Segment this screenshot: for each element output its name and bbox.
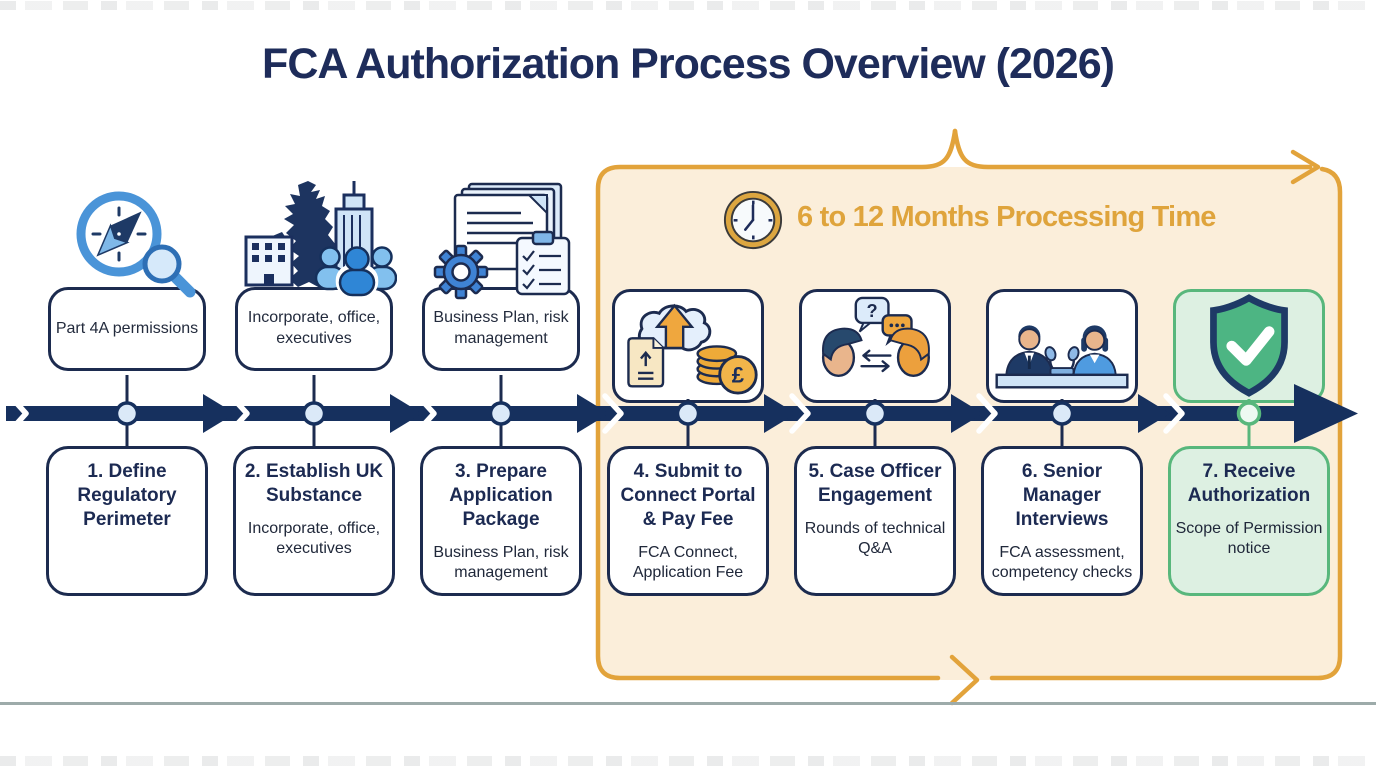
step-title: 1. Define Regulatory Perimeter	[77, 461, 177, 530]
uk-map-substance-icon	[244, 181, 397, 298]
cloud-upload-payment-icon: £	[627, 303, 758, 395]
right-head-shape	[889, 327, 930, 377]
pound-symbol: £	[732, 363, 745, 388]
step-subtitle: Business Plan, risk management	[433, 543, 569, 581]
coin-stack-shape: £	[696, 345, 758, 395]
step-3-top-label: Business Plan, risk management	[422, 287, 580, 371]
processing-time-panel	[596, 167, 1342, 680]
step-6-box: 6. Senior Manager Interviews FCA assessm…	[981, 446, 1143, 596]
step-5-icon-box: ?	[799, 289, 951, 403]
step-subtitle: Rounds of technical Q&A	[804, 519, 946, 557]
step-title: 5. Case Officer Engagement	[808, 461, 942, 506]
step-1-box: 1. Define Regulatory Perimeter	[46, 446, 208, 596]
step-4-icon-box: £	[612, 289, 764, 403]
step-4-box: 4. Submit to Connect Portal & Pay Fee FC…	[607, 446, 769, 596]
question-mark: ?	[867, 300, 878, 321]
step-subtitle: Incorporate, office, executives	[247, 519, 381, 557]
step-7-box: 7. Receive Authorization Scope of Permis…	[1168, 446, 1330, 596]
qa-discussion-icon: ?	[821, 296, 930, 377]
processing-time-label: 6 to 12 Months Processing Time	[797, 201, 1216, 233]
step-subtitle: Scope of Permission notice	[1175, 519, 1323, 557]
desk-shape	[995, 373, 1129, 389]
step-7-icon-box	[1173, 289, 1325, 403]
clock-icon	[723, 190, 783, 250]
step-6-icon-box	[986, 289, 1138, 403]
exchange-arrows	[860, 349, 892, 373]
step-2-box: 2. Establish UK Substance Incorporate, o…	[233, 446, 395, 596]
step-3-box: 3. Prepare Application Package Business …	[420, 446, 582, 596]
shield-check-icon	[1210, 294, 1288, 397]
step-title: 7. Receive Authorization	[1187, 461, 1311, 506]
step-title: 4. Submit to Connect Portal & Pay Fee	[620, 461, 756, 530]
step-title: 2. Establish UK Substance	[244, 461, 384, 506]
page-title: FCA Authorization Process Overview (2026…	[262, 40, 1115, 88]
footer-divider-line	[0, 702, 1376, 705]
compass-search-icon	[76, 191, 196, 298]
step-title: 3. Prepare Application Package	[449, 461, 553, 530]
executives-group-shape	[314, 246, 397, 298]
bottom-edge-artifact	[0, 756, 1376, 766]
upload-document-shape	[627, 337, 665, 388]
step-title: 6. Senior Manager Interviews	[1015, 461, 1109, 530]
checklist-shape	[515, 230, 571, 296]
left-head-shape	[821, 327, 863, 377]
step-subtitle: FCA assessment, competency checks	[991, 543, 1133, 581]
top-edge-artifact	[0, 1, 1376, 10]
step-subtitle: FCA Connect, Application Fee	[632, 543, 744, 581]
step-2-top-label: Incorporate, office, executives	[235, 287, 393, 371]
gear-shape	[433, 244, 489, 300]
office-building-shape	[244, 235, 294, 287]
documents-gear-checklist-icon	[433, 182, 571, 300]
interview-panel-icon	[995, 325, 1129, 389]
step-5-box: 5. Case Officer Engagement Rounds of tec…	[794, 446, 956, 596]
step-1-top-label: Part 4A permissions	[48, 287, 206, 371]
interviewer-woman-shape	[1072, 325, 1117, 376]
